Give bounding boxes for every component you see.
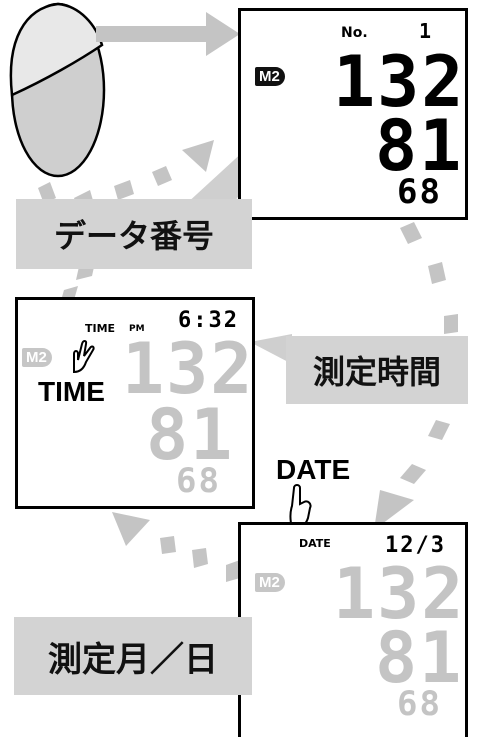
time-small-label: TIME: [85, 322, 116, 335]
finger-pointer-icon: [289, 484, 312, 529]
memory-badge: M2: [255, 67, 285, 86]
no-value: 1: [419, 19, 434, 43]
time-value: 6:32: [178, 308, 239, 333]
dashed-arrow-panel3-panel2: [112, 512, 240, 582]
label-data-number: データ番号: [16, 199, 252, 269]
pulse-value: 68: [397, 684, 442, 724]
display-panel-data-number: No. 1 M2 132 81 68: [238, 8, 468, 220]
time-button-label[interactable]: TIME: [38, 376, 105, 407]
diastolic-value: 81: [375, 105, 464, 187]
diastolic-value: 81: [146, 394, 235, 476]
systolic-value: 132: [333, 41, 466, 123]
date-button-label[interactable]: DATE: [276, 454, 351, 485]
label-measure-date: 測定月／日: [14, 617, 252, 695]
arrow-to-panel1: [96, 12, 240, 56]
memory-badge: M2: [22, 348, 52, 367]
ampm-label: PM: [129, 324, 145, 334]
systolic-value: 132: [333, 553, 466, 635]
no-label: No.: [341, 25, 368, 41]
date-value: 12/3: [385, 533, 446, 558]
memory-badge: M2: [255, 573, 285, 592]
systolic-value: 132: [122, 328, 255, 410]
callout-pointer-2: [250, 334, 292, 364]
pulse-value: 68: [397, 172, 442, 212]
cuff-icon: [9, 2, 106, 178]
date-small-label: DATE: [299, 537, 331, 550]
display-panel-time: TIME PM 6:32 M2 TIME 132 81 68: [15, 297, 255, 509]
diastolic-value: 81: [375, 617, 464, 699]
display-panel-date: DATE 12/3 M2 132 81 68: [238, 522, 468, 737]
pulse-value: 68: [176, 461, 221, 501]
label-measure-time: 測定時間: [286, 336, 468, 404]
finger-pointer-icon: [73, 340, 95, 374]
